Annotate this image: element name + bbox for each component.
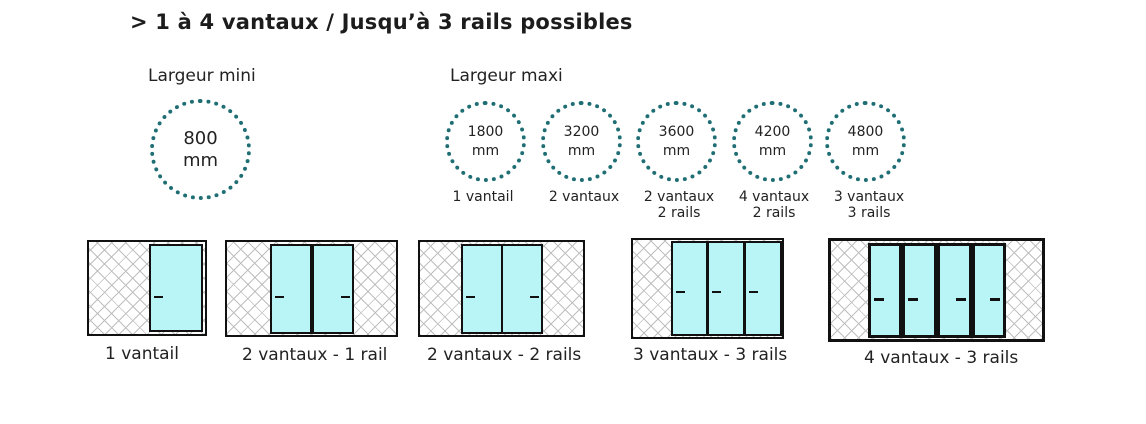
maxi-width-value: 3600 [658, 123, 695, 140]
maxi-width-unit: mm [758, 142, 787, 159]
handle-icon [341, 296, 350, 298]
glass-pane [312, 244, 354, 334]
window-diagram-1-leaf [87, 240, 207, 336]
maxi-caption: 2 vantaux 2 rails [629, 189, 729, 221]
mini-width-value: 800 [183, 127, 218, 149]
handle-icon [676, 291, 685, 293]
maxi-caption-line2: 3 rails [847, 205, 891, 221]
maxi-caption-line1: 4 vantaux [738, 189, 810, 205]
maxi-width-unit: mm [662, 142, 691, 159]
glass-pane [744, 241, 782, 336]
maxi-width-badge: 1800 mm [445, 101, 526, 182]
glass-pane [972, 243, 1006, 338]
glass-pane [868, 243, 902, 338]
maxi-caption-line1: 2 vantaux [548, 189, 620, 205]
maxi-width-label: Largeur maxi [450, 66, 563, 86]
window-diagram-3-leaves-3-rails [631, 238, 784, 339]
maxi-caption: 3 vantaux 3 rails [819, 189, 919, 221]
window-diagram-2-leaves-2-rails [418, 240, 585, 337]
glass-pane [707, 241, 745, 336]
maxi-caption: 1 vantail [433, 189, 533, 205]
maxi-width-unit: mm [851, 142, 880, 159]
glass-pane [501, 244, 543, 334]
diagram-label: 1 vantail [105, 344, 180, 364]
diagram-label: 3 vantaux - 3 rails [633, 345, 788, 365]
handle-icon [749, 291, 758, 293]
maxi-width-unit: mm [567, 142, 596, 159]
maxi-width-badge: 4200 mm [732, 101, 813, 182]
maxi-caption-line2: 2 rails [657, 205, 701, 221]
maxi-width-unit: mm [471, 142, 500, 159]
maxi-width-badge: 4800 mm [825, 101, 906, 182]
maxi-caption-line1: 2 vantaux [643, 189, 715, 205]
maxi-caption: 2 vantaux [534, 189, 634, 205]
handle-icon [990, 298, 1000, 301]
maxi-width-badge: 3200 mm [541, 101, 622, 182]
handle-icon [874, 298, 884, 301]
handle-icon [154, 296, 163, 298]
window-diagram-4-leaves-3-rails [828, 238, 1045, 342]
diagram-label: 2 vantaux - 1 rail [242, 345, 388, 365]
glass-pane [671, 241, 708, 336]
mini-width-badge: 800 mm [150, 99, 251, 200]
handle-icon [712, 291, 721, 293]
glass-pane [937, 243, 972, 338]
glass-pane [270, 244, 312, 334]
handle-icon [466, 296, 475, 298]
glass-pane [149, 244, 203, 332]
maxi-width-badge: 3600 mm [636, 101, 717, 182]
handle-icon [956, 298, 966, 301]
maxi-width-value: 4800 [847, 123, 884, 140]
mini-width-label: Largeur mini [148, 66, 256, 86]
diagram-label: 2 vantaux - 2 rails [427, 345, 582, 365]
handle-icon [530, 296, 539, 298]
window-diagram-2-leaves-1-rail [225, 240, 398, 337]
maxi-caption-line1: 3 vantaux [833, 189, 905, 205]
mini-width-unit: mm [182, 149, 219, 171]
maxi-caption-line2: 2 rails [752, 205, 796, 221]
maxi-width-value: 4200 [754, 123, 791, 140]
maxi-caption: 4 vantaux 2 rails [724, 189, 824, 221]
handle-icon [275, 296, 284, 298]
handle-icon [908, 298, 918, 301]
glass-pane [461, 244, 503, 334]
page-title: > 1 à 4 vantaux / Jusqu’à 3 rails possib… [130, 10, 633, 34]
diagram-label: 4 vantaux - 3 rails [864, 348, 1019, 368]
glass-pane [902, 243, 937, 338]
maxi-width-value: 3200 [563, 123, 600, 140]
maxi-caption-line1: 1 vantail [452, 189, 514, 205]
maxi-width-value: 1800 [467, 123, 504, 140]
